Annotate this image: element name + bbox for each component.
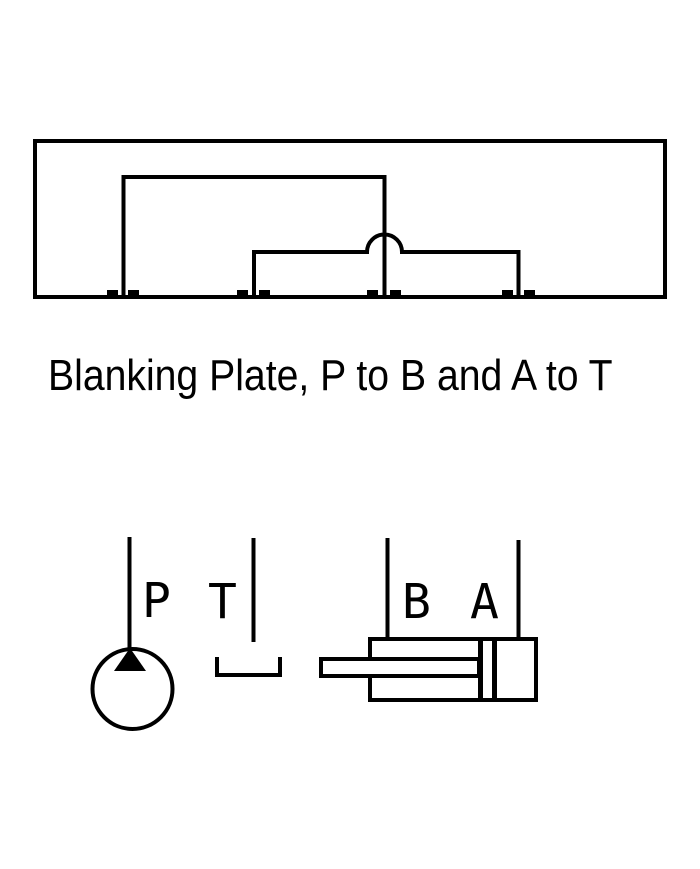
cylinder-icon	[319, 637, 538, 702]
port-square	[502, 290, 513, 298]
cylinder-rod	[319, 657, 481, 678]
pump-flow-triangle	[114, 648, 146, 671]
port-square	[390, 290, 401, 298]
hydraulic-circuit: P T B A	[90, 537, 538, 731]
pump-icon	[90, 647, 175, 731]
port-label-a: A	[470, 574, 499, 630]
plate-body-outline	[33, 139, 667, 299]
port-label-t: T	[208, 574, 237, 630]
tank-icon	[215, 657, 282, 677]
diagram-caption: Blanking Plate, P to B and A to T	[48, 351, 613, 400]
port-square	[128, 290, 139, 298]
port-square	[524, 290, 535, 298]
port-label-p: P	[142, 573, 171, 629]
port-label-b: B	[402, 574, 431, 630]
port-square	[107, 290, 118, 298]
blanking-plate-symbol	[33, 139, 667, 299]
port-square	[367, 290, 378, 298]
port-square	[259, 290, 270, 298]
pump-circle	[90, 647, 175, 731]
port-square	[237, 290, 248, 298]
t-to-a-connection-line	[252, 232, 521, 298]
plate-port-squares	[107, 290, 535, 298]
p-to-b-connection-line	[121, 175, 387, 298]
